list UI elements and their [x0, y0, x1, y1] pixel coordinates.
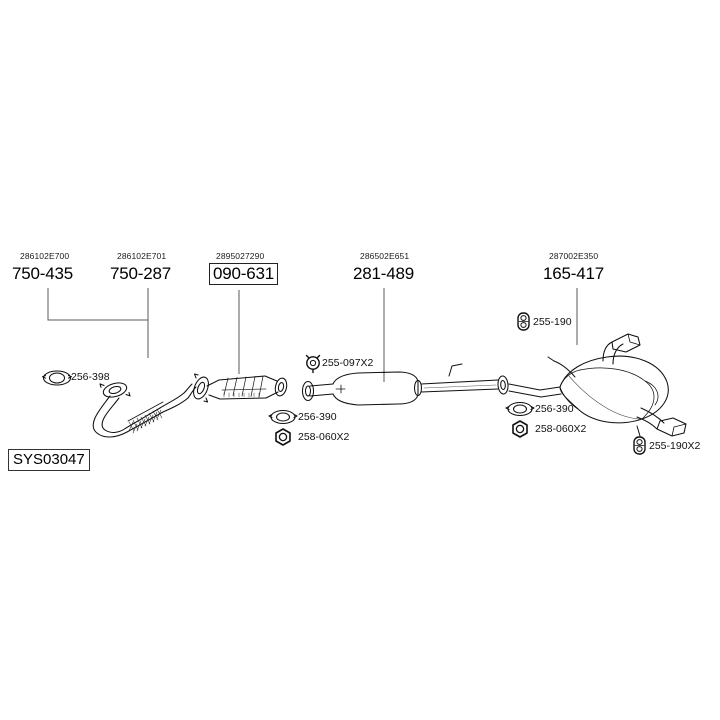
- assembly-oem-2: 2895027290: [216, 251, 265, 261]
- assembly-ref-4[interactable]: 165-417: [543, 264, 604, 283]
- assembly-ref-1[interactable]: 750-287: [110, 264, 171, 283]
- assembly-oem-0: 286102E700: [20, 251, 70, 261]
- component-label-256-390-right[interactable]: 256-390: [535, 403, 574, 415]
- assembly-ref-3[interactable]: 281-489: [353, 264, 414, 283]
- assembly-ref-2[interactable]: 090-631: [209, 263, 278, 285]
- component-label-255-190x2[interactable]: 255-190X2: [649, 440, 701, 452]
- assembly-ref-0[interactable]: 750-435: [12, 264, 73, 283]
- component-label-256-390-left[interactable]: 256-390: [298, 411, 337, 423]
- assembly-oem-3: 286502E651: [360, 251, 410, 261]
- assembly-oem-4: 287002E350: [549, 251, 599, 261]
- component-label-258-060x2-left[interactable]: 258-060X2: [298, 431, 350, 443]
- component-label-255-190[interactable]: 255-190: [533, 316, 572, 328]
- component-label-256-398[interactable]: 256-398: [71, 371, 110, 383]
- assembly-oem-1: 286102E701: [117, 251, 167, 261]
- system-code-badge: SYS03047: [8, 449, 90, 472]
- component-label-255-097x2[interactable]: 255-097X2: [322, 357, 374, 369]
- component-label-258-060x2-right[interactable]: 258-060X2: [535, 423, 587, 435]
